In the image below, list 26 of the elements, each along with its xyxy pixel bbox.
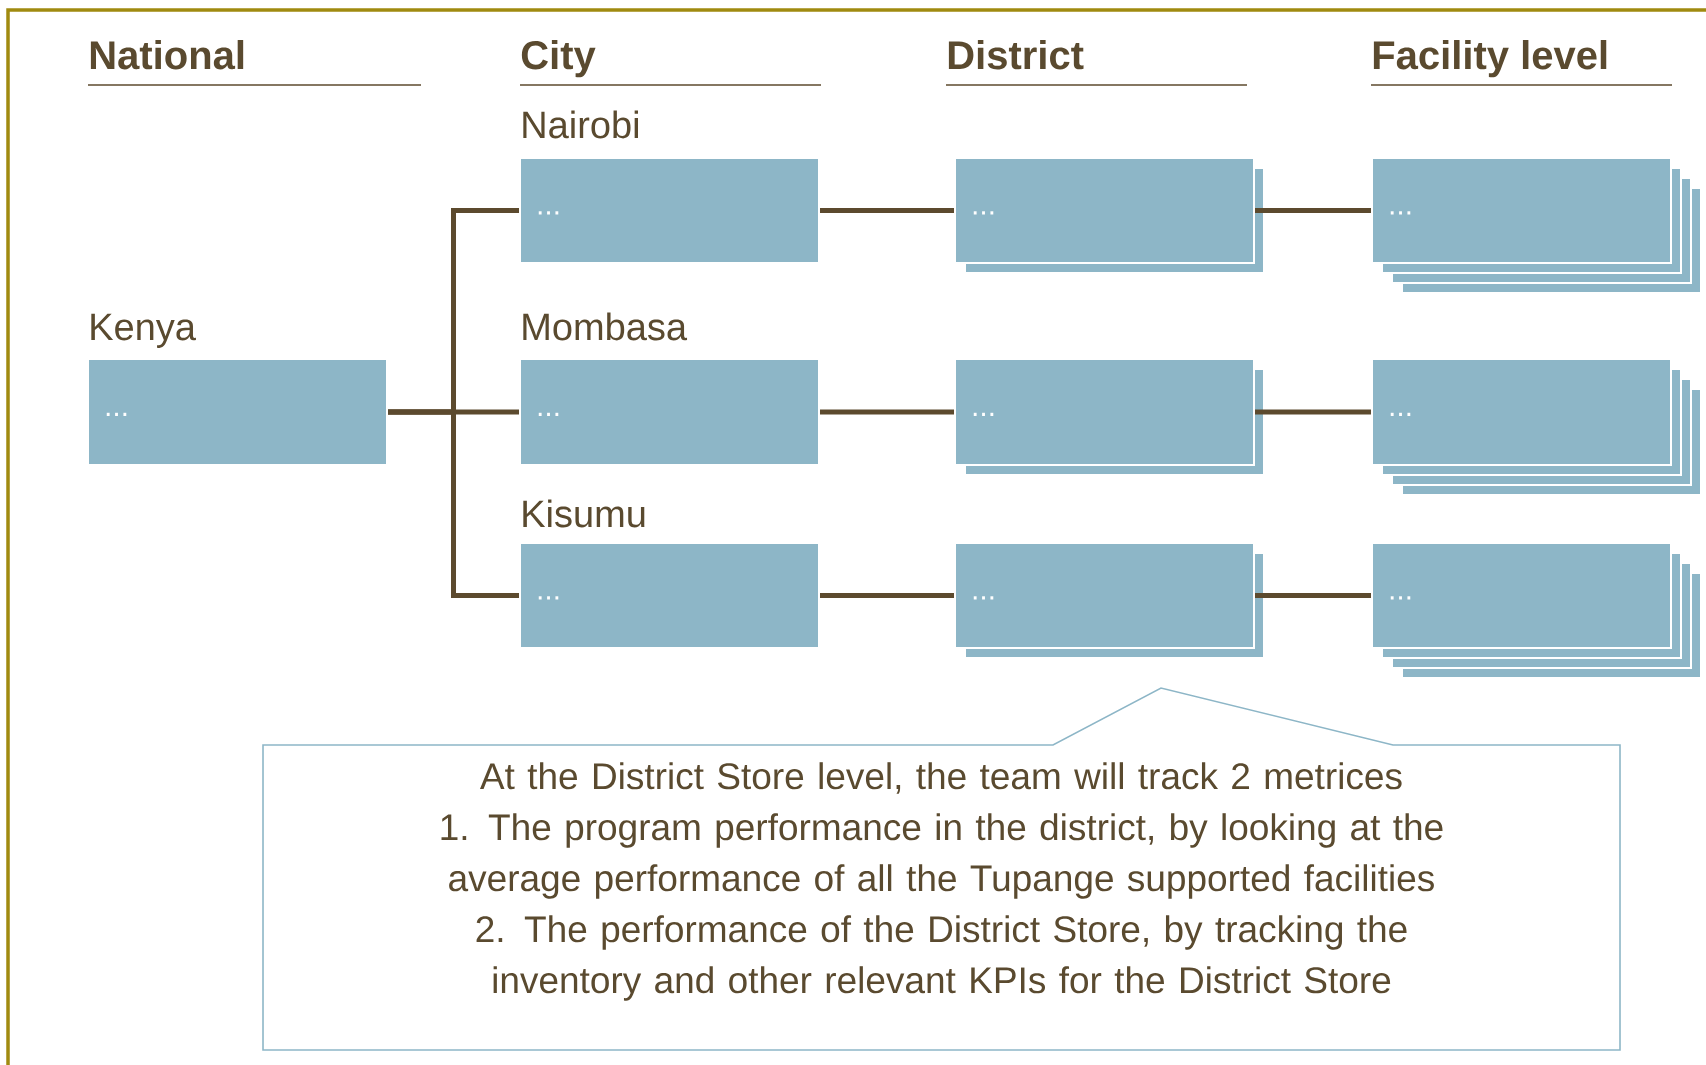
process-box: ...	[87, 358, 388, 466]
connector-line	[1255, 593, 1371, 598]
column-heading: District	[948, 40, 1084, 70]
process-box: ...	[519, 157, 820, 264]
stacked-box: ...	[954, 358, 1265, 476]
callout-box: At the District Store level, the team will track 2 metrices 1. The program performance in the district, by looking at the average performance of all the Tupange supported facilities 2. The performance of the District Store, by tracking the inventory and other relevant KPIs for the District Store	[262, 687, 1621, 1051]
box-heading: Nairobi	[523, 110, 638, 139]
stacked-box: ...	[1371, 542, 1702, 679]
connector-line	[1255, 409, 1371, 415]
stacked-box: ...	[954, 542, 1265, 659]
column-heading: National	[90, 40, 244, 70]
stacked-box: ...	[954, 157, 1265, 274]
connector-line	[1255, 208, 1371, 213]
connector-line	[820, 208, 954, 213]
box-heading: Mombasa	[523, 312, 688, 341]
connector-line	[388, 409, 519, 598]
connector-line	[820, 593, 954, 598]
connector-line	[820, 409, 954, 415]
box-heading: Kisumu	[523, 499, 645, 528]
process-box: ...	[519, 358, 820, 466]
column-heading: Facility level	[1373, 40, 1607, 78]
box-heading: Kenya	[91, 313, 196, 348]
stacked-box: ...	[1371, 157, 1702, 294]
stacked-box: ...	[1371, 358, 1702, 496]
process-box: ...	[519, 542, 820, 649]
column-heading: City	[521, 40, 596, 78]
